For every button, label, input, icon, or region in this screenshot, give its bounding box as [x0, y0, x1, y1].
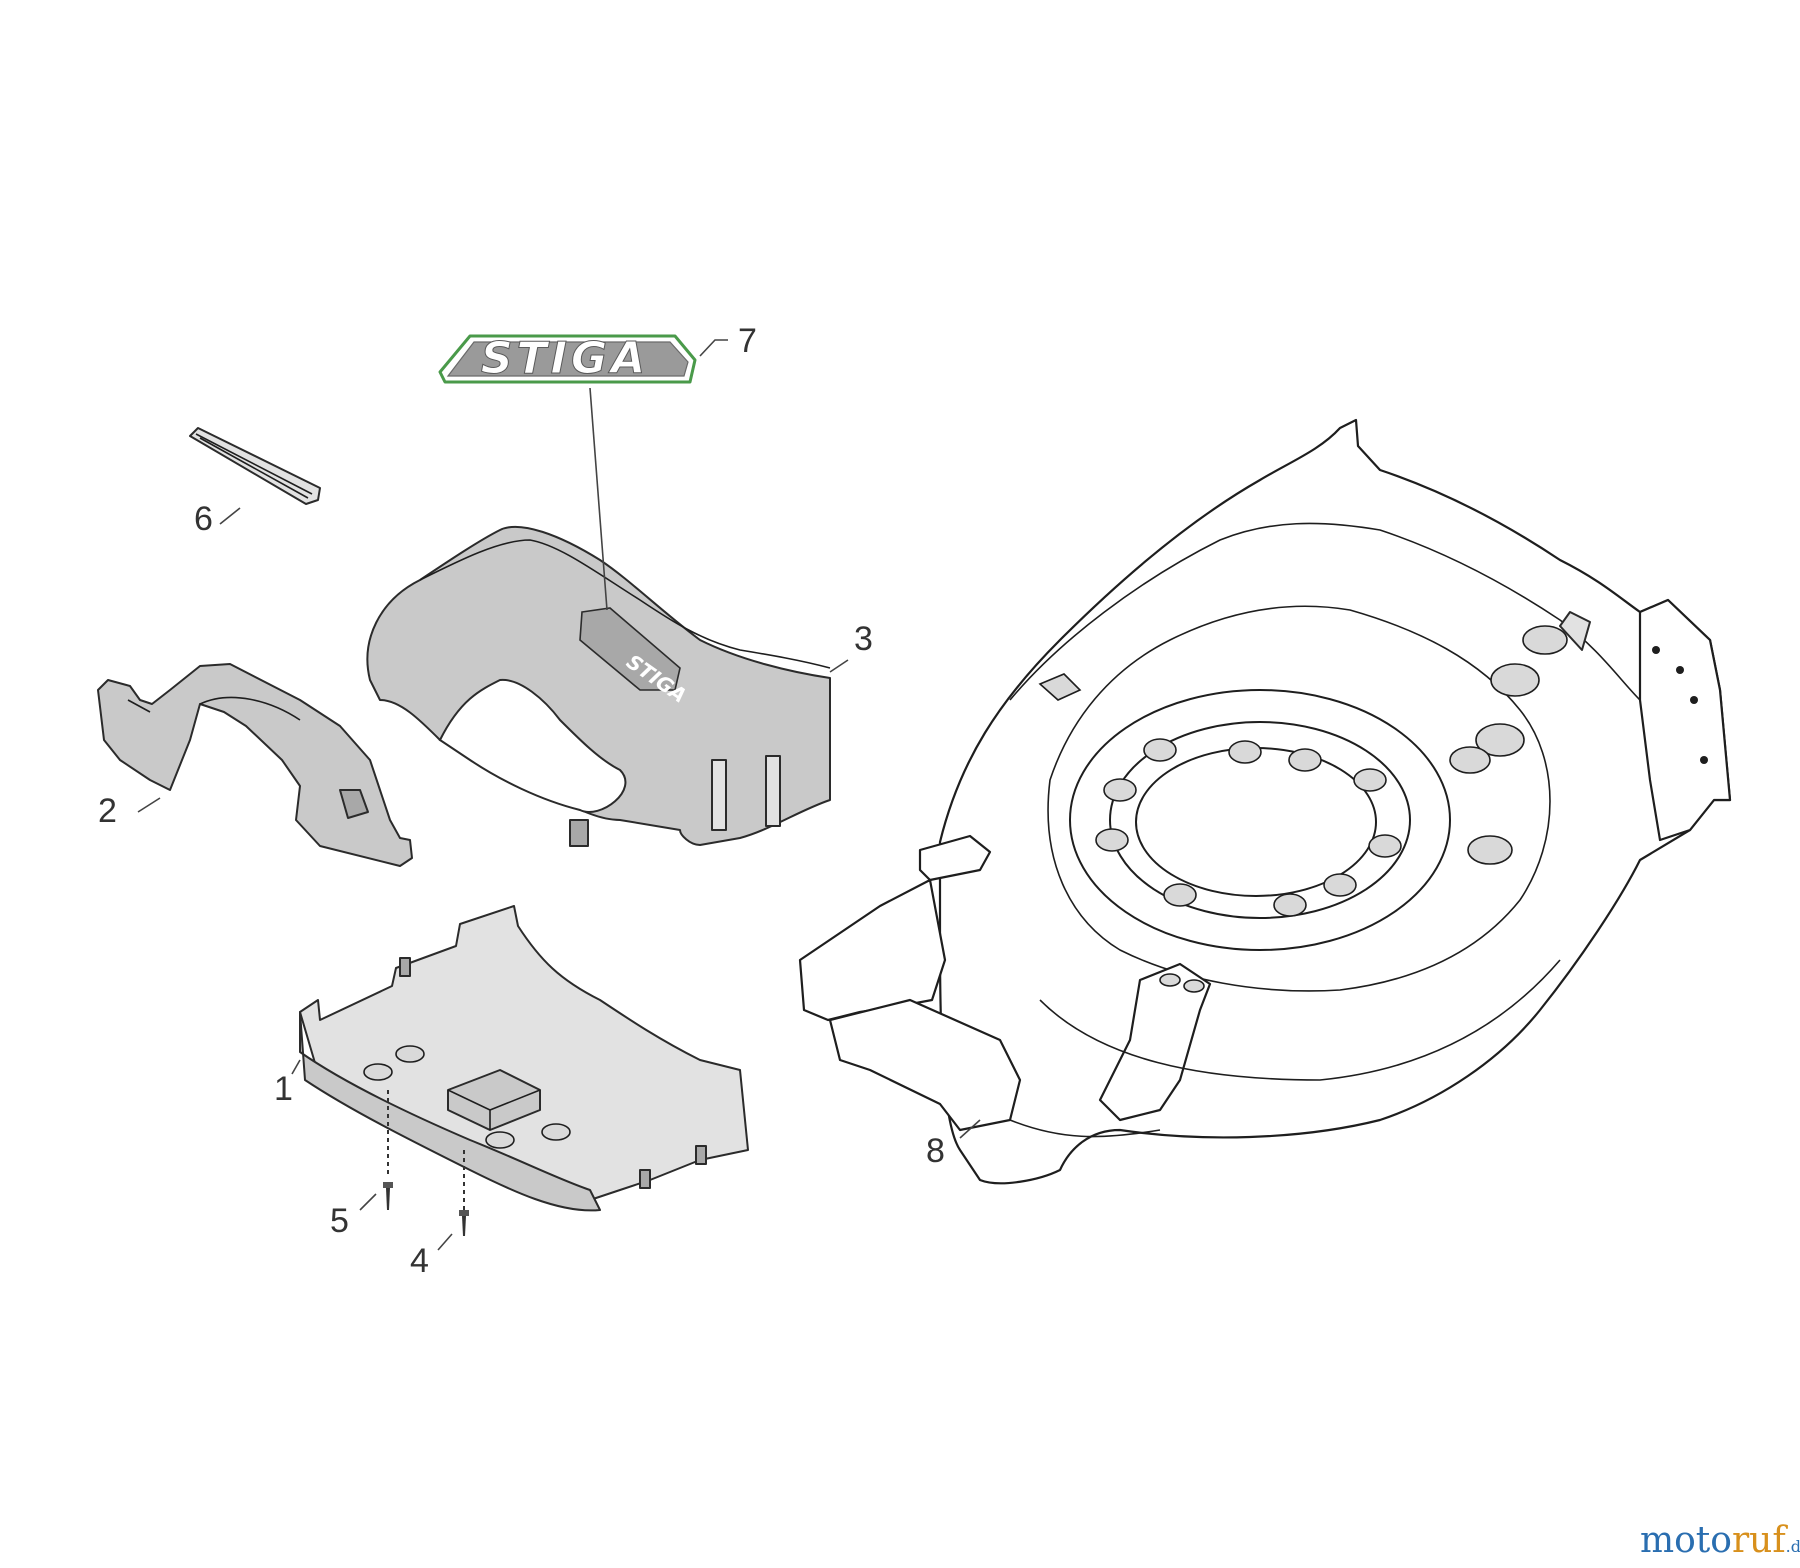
callout-numbers: 7 6 3 2 1 5 4 8	[98, 322, 945, 1280]
svg-text:motoruf.de: motoruf.de	[1640, 1520, 1800, 1561]
stiga-logo-text: STIGA	[481, 333, 649, 384]
callout-2: 2	[98, 792, 117, 830]
callout-6: 6	[194, 500, 213, 538]
part-2-front-bracket	[97, 663, 413, 867]
part-5-screw	[383, 1182, 393, 1210]
part-7-stiga-decal: STIGA	[438, 333, 697, 385]
leader-lines	[137, 339, 981, 1251]
callout-7: 7	[738, 322, 757, 360]
deck-mount-bosses	[1095, 738, 1402, 917]
callout-5: 5	[330, 1202, 349, 1240]
callout-8: 8	[926, 1132, 945, 1170]
callout-1: 1	[274, 1070, 293, 1108]
part-3-rear-cover: STIGA	[366, 525, 831, 847]
part-8-mower-deck	[798, 418, 1732, 1185]
callout-4: 4	[410, 1242, 429, 1280]
part-6-strip	[189, 427, 321, 505]
part-1-bottom-cover	[299, 905, 749, 1212]
watermark-part-moto: moto	[1640, 1520, 1732, 1561]
watermark-part-ruf: ruf	[1732, 1520, 1788, 1561]
part-4-screw	[459, 1210, 469, 1236]
watermark-part-tld: .de	[1786, 1537, 1800, 1556]
callout-3: 3	[854, 620, 873, 658]
watermark-logo: motoruf.de	[1640, 1520, 1800, 1561]
